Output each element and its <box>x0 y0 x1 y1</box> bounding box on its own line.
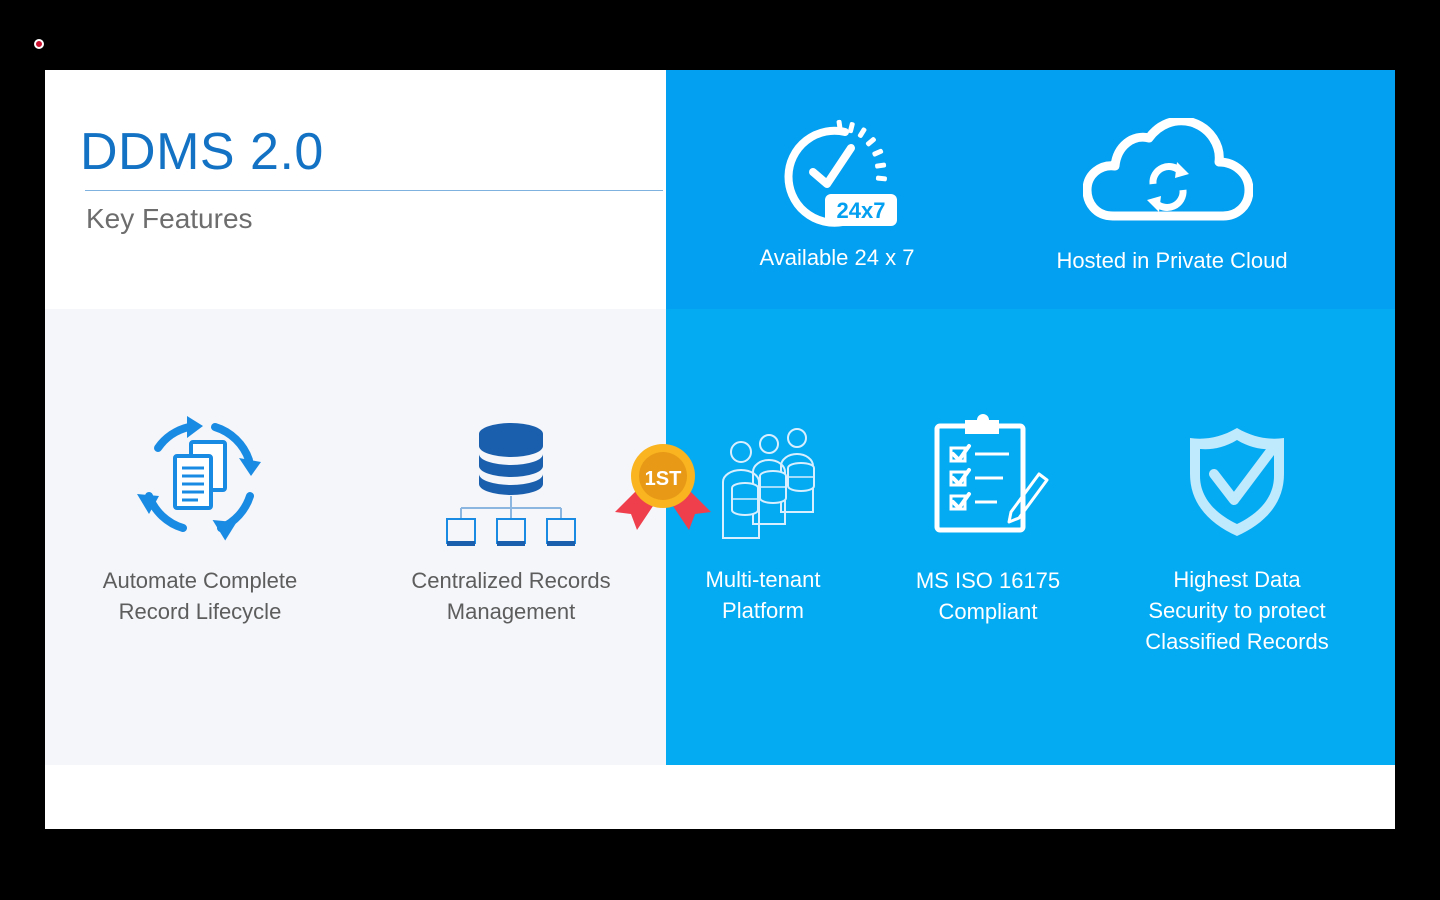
feature-label-security-line1: Highest Data <box>1173 567 1301 592</box>
feature-label-centralized-line1: Centralized Records <box>411 568 611 593</box>
feature-label-cloud: Hosted in Private Cloud <box>1056 248 1288 273</box>
feature-label-security: Highest Data Security to protect Classif… <box>1107 564 1367 657</box>
badge-text: 1ST <box>645 468 682 490</box>
feature-label-iso-line1: MS ISO 16175 <box>915 568 1061 593</box>
presentation-slide: DDMS 2.0 Key Features 24x7 Available 24 … <box>45 70 1395 829</box>
feature-label-multitenant-line2: Platform <box>722 598 804 623</box>
clock-24x7-text: 24x7 <box>837 198 886 223</box>
clipboard-checklist-icon <box>934 414 1049 533</box>
document-cycle-icon <box>137 416 261 541</box>
feature-label-lifecycle-line1: Automate Complete <box>102 568 298 593</box>
award-medal-icon: 1ST <box>615 444 711 530</box>
database-network-icon <box>446 423 576 546</box>
multi-tenant-icon <box>722 428 815 539</box>
clock-24x7-icon: 24x7 <box>784 119 897 227</box>
feature-label-multitenant: Multi-tenant Platform <box>673 564 853 626</box>
blue-feature-panel <box>666 309 1395 765</box>
title-divider <box>85 190 663 191</box>
page-title: DDMS 2.0 <box>80 123 324 181</box>
feature-label-iso: MS ISO 16175 Compliant <box>888 565 1088 627</box>
footer-strip <box>45 765 1395 829</box>
feature-label-lifecycle-line2: Record Lifecycle <box>118 599 282 624</box>
feature-label-security-line3: Classified Records <box>1145 629 1329 654</box>
light-feature-panel <box>45 309 666 765</box>
feature-label-iso-line2: Compliant <box>938 599 1038 624</box>
feature-label-lifecycle: Automate Complete Record Lifecycle <box>65 565 335 627</box>
feature-label-centralized-line2: Management <box>446 599 576 624</box>
recording-indicator <box>34 39 44 49</box>
feature-label-multitenant-line1: Multi-tenant <box>705 567 821 592</box>
feature-label-security-line2: Security to protect <box>1148 598 1326 623</box>
shield-check-icon <box>1190 428 1284 536</box>
feature-label-centralized: Centralized Records Management <box>376 565 646 627</box>
title-panel <box>45 70 666 309</box>
cloud-sync-icon <box>1083 118 1253 221</box>
feature-label-available: Available 24 x 7 <box>759 245 915 270</box>
page-subtitle: Key Features <box>86 203 253 234</box>
